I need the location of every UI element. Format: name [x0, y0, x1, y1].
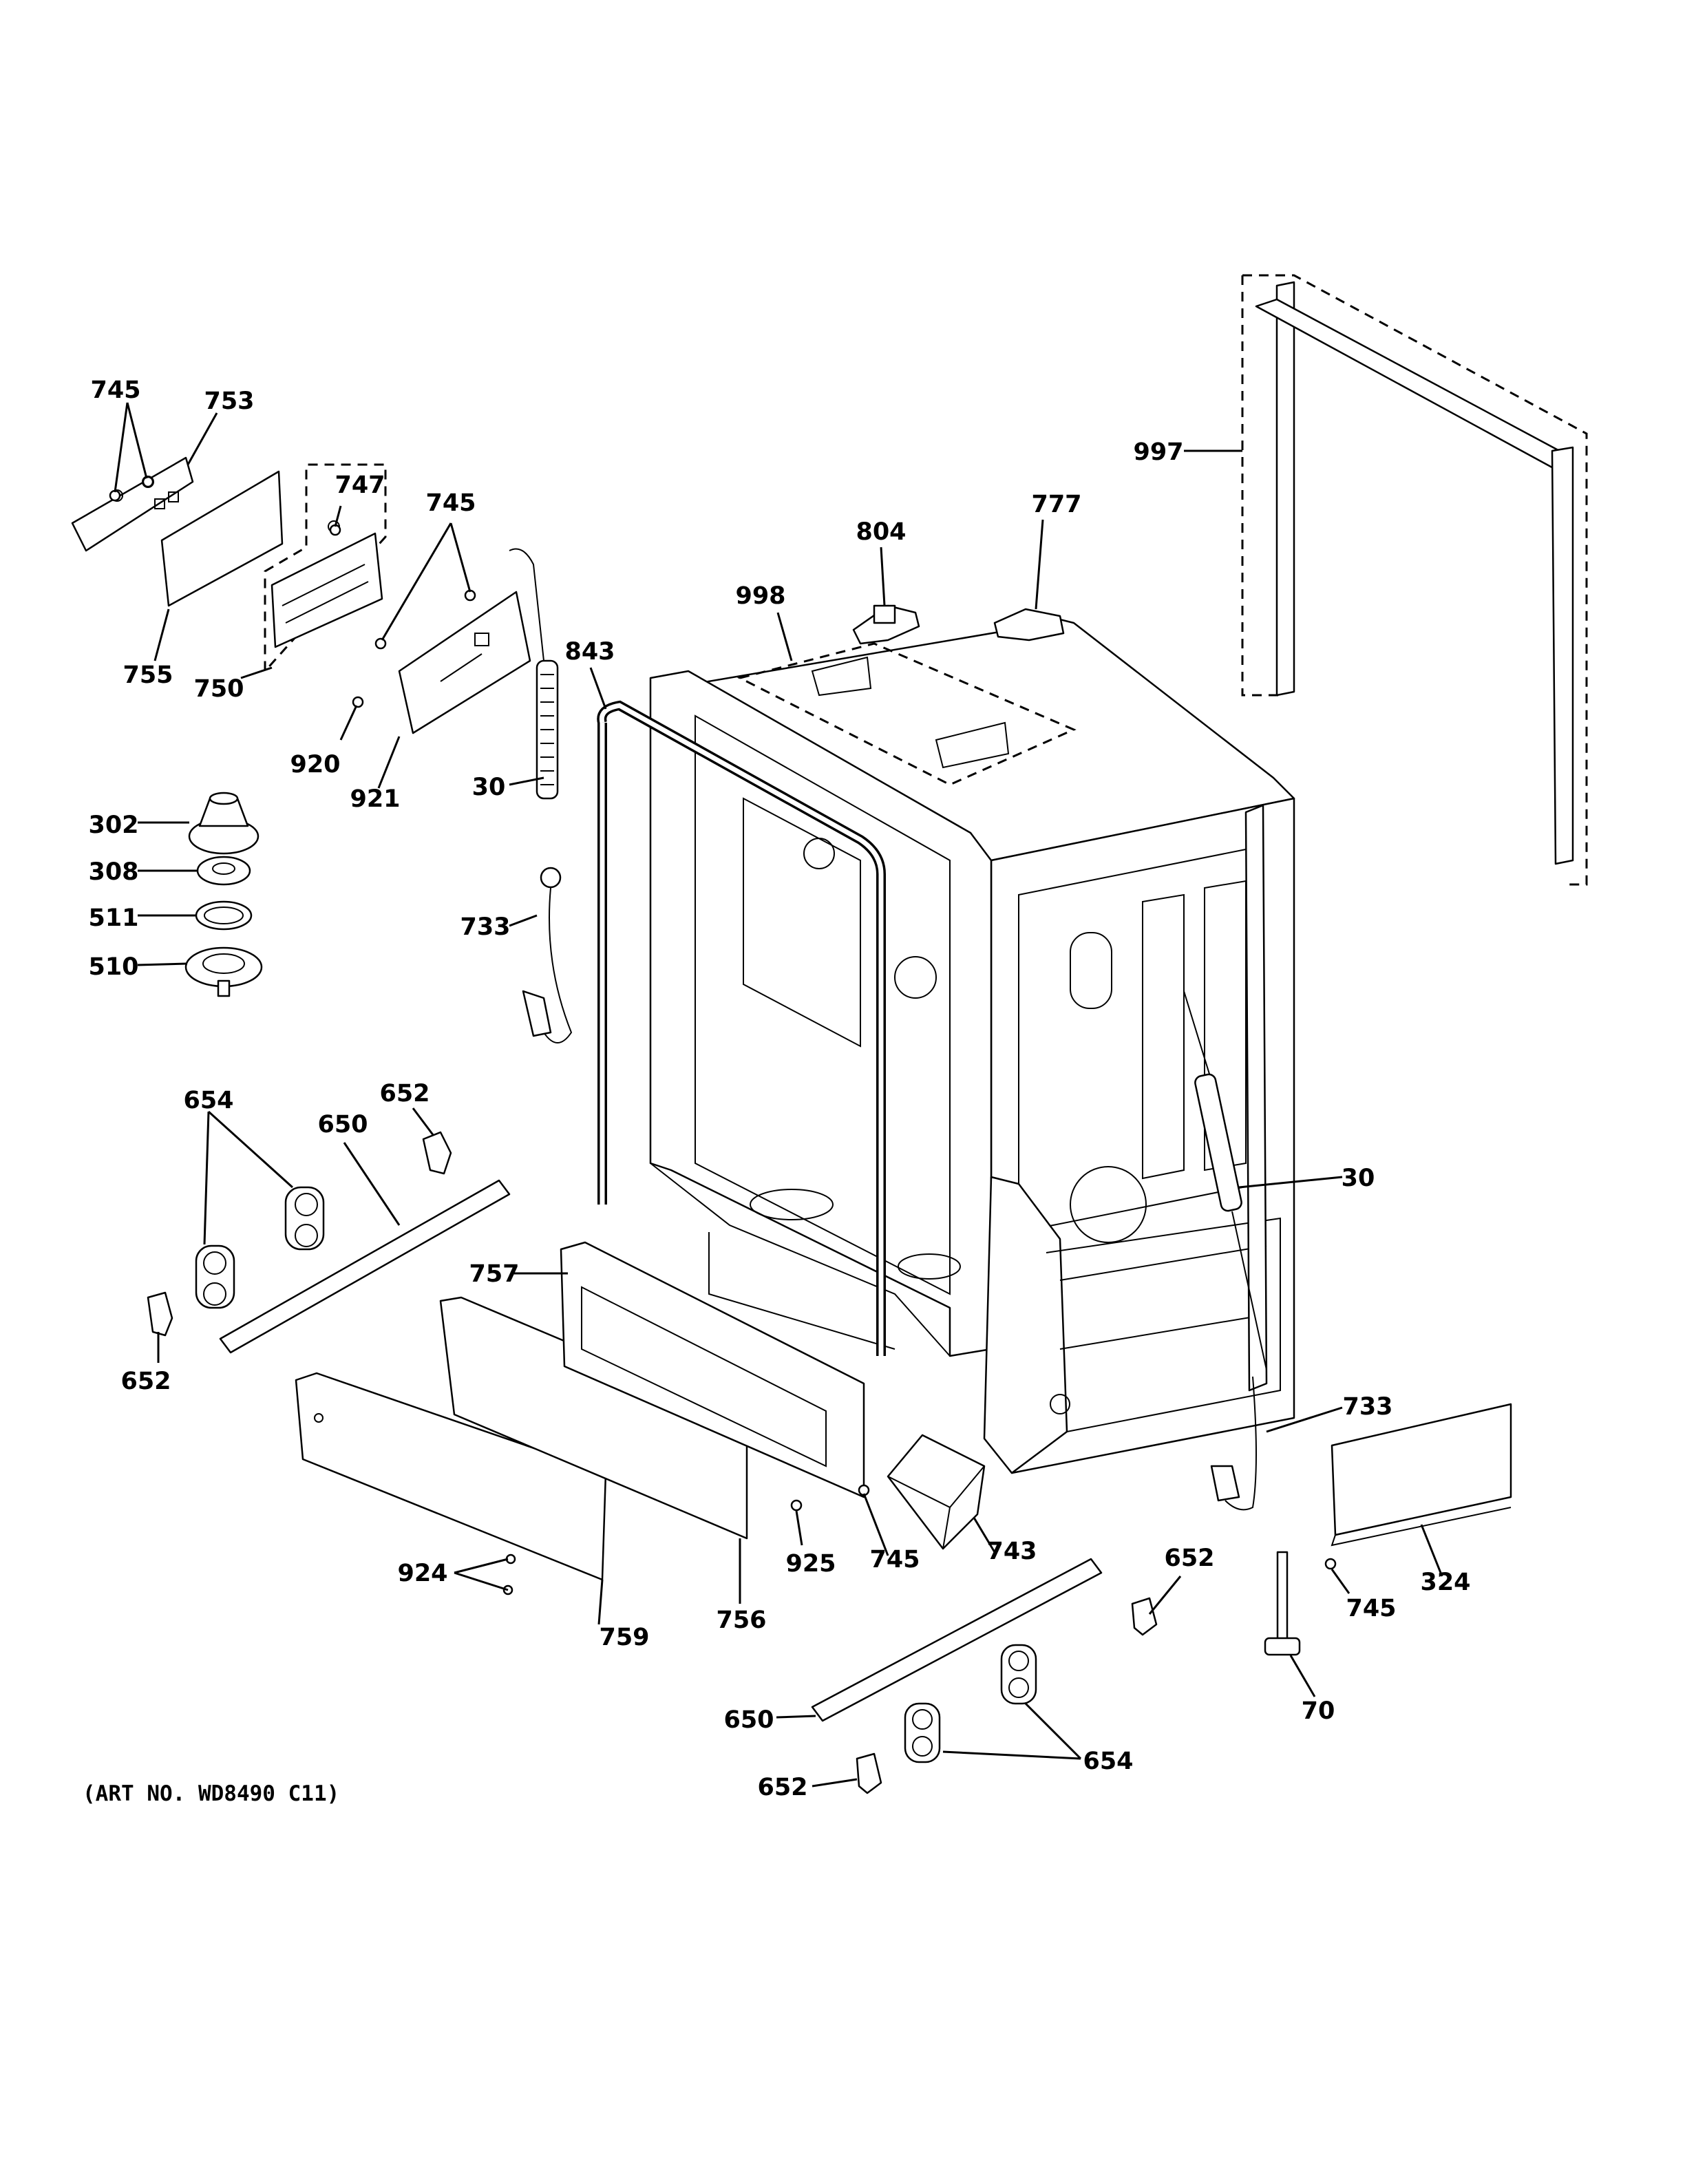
- callout-745: 745: [425, 489, 476, 517]
- callout-733: 733: [460, 913, 510, 941]
- callout-650: 650: [723, 1706, 774, 1734]
- callout-70: 70: [1302, 1697, 1335, 1725]
- part-324-panel: [1331, 1403, 1512, 1547]
- callout-924: 924: [397, 1560, 447, 1587]
- spring-right: [1183, 990, 1267, 1370]
- toe-kick-759: [295, 1372, 607, 1581]
- callout-745: 745: [1346, 1595, 1396, 1622]
- callout-920: 920: [290, 751, 340, 778]
- part-804-latch: [852, 604, 920, 645]
- callout-652: 652: [120, 1368, 171, 1395]
- tub-assembly: [649, 615, 1295, 1474]
- tub-gasket: [597, 700, 886, 1356]
- callout-997: 997: [1133, 438, 1183, 466]
- roller-pair-right-a: [1000, 1644, 1037, 1705]
- door-cable-left: [522, 867, 573, 1043]
- clip-652-a: [422, 1131, 452, 1175]
- callout-755: 755: [123, 661, 173, 689]
- part-997-trim: [1241, 274, 1588, 886]
- callout-labels: 745 753 747 745 755 750 920 921 30 843 9…: [88, 377, 1470, 1801]
- callout-921: 921: [350, 785, 400, 813]
- leveling-leg: [1264, 1551, 1301, 1656]
- clip-652-c: [1131, 1597, 1158, 1636]
- control-bracket: [71, 456, 284, 607]
- callout-652: 652: [1164, 1545, 1214, 1572]
- clip-652-b: [147, 1291, 173, 1337]
- control-board: [264, 463, 387, 674]
- callout-925: 925: [785, 1550, 836, 1578]
- callout-733: 733: [1342, 1393, 1392, 1421]
- callout-777: 777: [1031, 491, 1081, 518]
- art-number-caption: (ART NO. WD8490 C11): [83, 1781, 339, 1806]
- control-box: [398, 591, 531, 734]
- roller-pair-left-lower: [195, 1244, 235, 1309]
- callout-654: 654: [183, 1087, 233, 1114]
- callout-511: 511: [88, 904, 138, 932]
- callout-843: 843: [564, 638, 615, 666]
- callout-654: 654: [1083, 1748, 1133, 1775]
- callout-759: 759: [599, 1624, 649, 1651]
- callout-753: 753: [204, 388, 254, 415]
- callout-650: 650: [317, 1111, 368, 1138]
- part-777-cap: [993, 608, 1065, 642]
- callout-308: 308: [88, 858, 138, 886]
- part-743-block: [887, 1434, 986, 1550]
- spring-left: [509, 548, 559, 800]
- pump-gasket: [195, 900, 253, 931]
- rail-650-right: [811, 1558, 1103, 1722]
- clip-652-d: [856, 1752, 882, 1794]
- callout-804: 804: [856, 518, 906, 546]
- callout-756: 756: [716, 1607, 766, 1634]
- callout-747: 747: [335, 471, 385, 499]
- roller-pair-right-b: [904, 1702, 941, 1763]
- leader-lines: [114, 402, 1443, 1788]
- callout-324: 324: [1420, 1569, 1470, 1596]
- roller-pair-left-upper: [284, 1186, 325, 1251]
- callout-745: 745: [869, 1546, 920, 1573]
- callout-745: 745: [90, 377, 140, 404]
- top-mount-bracket: [736, 642, 1077, 786]
- callout-750: 750: [193, 675, 244, 703]
- rail-650-left: [219, 1179, 511, 1354]
- callout-302: 302: [88, 812, 138, 839]
- pump-base: [184, 946, 263, 997]
- pump-diaphragm: [196, 856, 251, 886]
- screws: [109, 476, 1337, 1595]
- bracket-757: [560, 1241, 865, 1498]
- door-cable-right: [1210, 1376, 1257, 1511]
- callout-743: 743: [986, 1538, 1037, 1565]
- callout-30: 30: [1342, 1165, 1375, 1192]
- callout-652: 652: [757, 1774, 807, 1801]
- callout-998: 998: [735, 582, 785, 610]
- pump-cap: [188, 792, 259, 855]
- callout-30: 30: [472, 774, 506, 801]
- panel-756: [439, 1296, 748, 1540]
- callout-652: 652: [379, 1080, 430, 1107]
- callout-510: 510: [88, 953, 138, 981]
- callout-757: 757: [469, 1260, 519, 1288]
